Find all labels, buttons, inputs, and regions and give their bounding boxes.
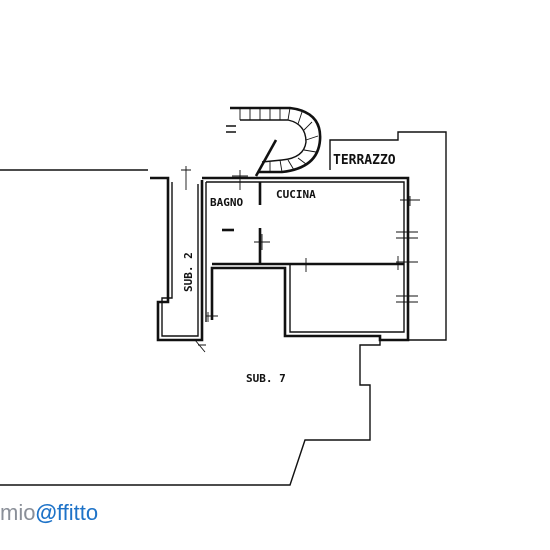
- spiral-staircase: [226, 106, 322, 177]
- label-terrazzo: TERRAZZO: [333, 153, 396, 168]
- terrace-outline: [329, 131, 447, 341]
- watermark-prefix: mio: [0, 500, 36, 525]
- sub2-corridor-wall: [150, 176, 204, 342]
- window-marks: [181, 166, 420, 322]
- label-sub7: SUB. 7: [246, 372, 286, 385]
- label-bagno: BAGNO: [210, 196, 243, 209]
- watermark-at: @: [35, 500, 57, 525]
- sub2-corridor-inner: [161, 182, 199, 337]
- label-sub2: SUB. 2: [182, 252, 195, 292]
- watermark-suffix: ffitto: [56, 500, 99, 525]
- label-cucina: CUCINA: [276, 188, 316, 201]
- outer-boundary: [0, 169, 381, 486]
- watermark-logo: mio @ ffitto: [0, 500, 98, 530]
- apartment-wall-inner: [206, 181, 405, 333]
- sub2-door: [194, 339, 206, 353]
